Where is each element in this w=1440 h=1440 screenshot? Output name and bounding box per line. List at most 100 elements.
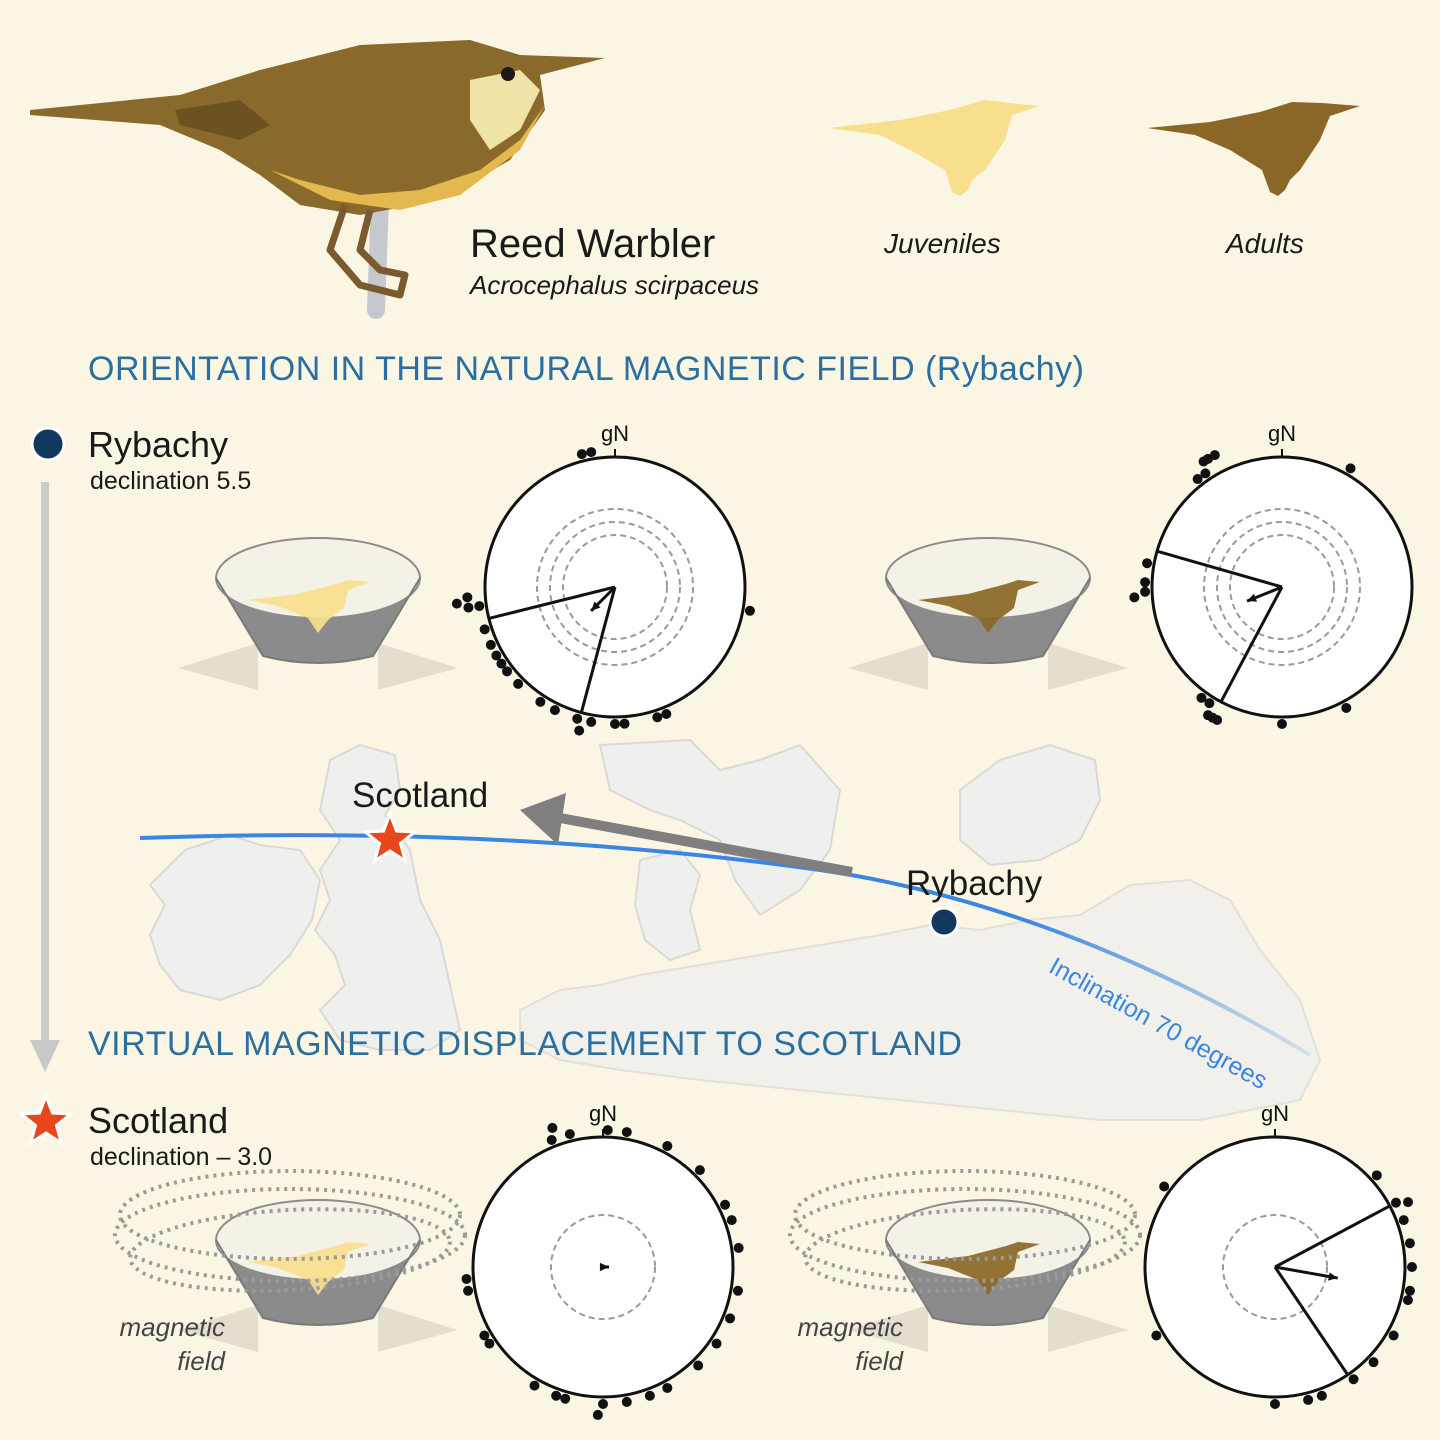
funnel-adults-displaced [848, 1199, 1128, 1352]
rybachy-map-marker [928, 906, 960, 938]
bird-orientation-dot [484, 1338, 495, 1349]
star-shape [361, 809, 419, 865]
bird-orientation-dot [502, 666, 513, 677]
bird-orientation-dot [1142, 558, 1153, 569]
bird-orientation-dot [732, 1285, 743, 1296]
coil-rings-juveniles [113, 1169, 467, 1293]
bird-orientation-dot [1204, 698, 1215, 709]
bird-orientation-dot [652, 712, 663, 723]
bird-orientation-dot [711, 1338, 722, 1349]
bird-orientation-dot [1390, 1197, 1401, 1208]
bird-orientation-dot [1140, 586, 1151, 597]
bird-orientation-dot [1159, 1181, 1170, 1192]
mean-vector [1274, 1265, 1338, 1280]
bird-orientation-dot [619, 718, 630, 729]
europe-map [148, 738, 1322, 1121]
bird-orientation-dot [586, 716, 597, 727]
bird-orientation-dot [726, 1215, 737, 1226]
legend-adults-label: Adults [1226, 228, 1304, 259]
magnetic-field-label-juveniles: magnetic field [119, 1312, 226, 1376]
bird-orientation-dot [463, 1285, 474, 1296]
confidence-line [1274, 1204, 1391, 1269]
significance-ring [1229, 534, 1335, 640]
circular-plot-displaced-juveniles: gN [461, 1101, 744, 1420]
mean-vector-head [599, 1262, 609, 1272]
bird-orientation-dot [463, 602, 474, 613]
bird-orientation-dot [564, 1129, 575, 1140]
bird-orientation-dot [1316, 1390, 1327, 1401]
significance-ring [1222, 1214, 1328, 1320]
bird-orientation-dot [462, 592, 473, 603]
bird-orientation-dot [1371, 1170, 1382, 1181]
confidence-line [488, 585, 616, 620]
north-label: gN [1261, 1101, 1289, 1126]
reed-warbler-illustration [30, 40, 605, 319]
bird-orientation-dot [1403, 1197, 1414, 1208]
bird-orientation-dot [1212, 715, 1223, 726]
bird-orientation-dot [661, 709, 672, 720]
scotland-star-marker [361, 809, 419, 865]
rybachy-site-marker [30, 426, 66, 462]
bird-orientation-dot [1404, 1285, 1415, 1296]
bird-orientation-dot [549, 705, 560, 716]
great-britain-shape [313, 743, 462, 1051]
coil-rings-adults [788, 1169, 1142, 1293]
bird-orientation-dot [725, 1313, 736, 1324]
bird-orientation-dot [1192, 474, 1203, 485]
significance-ring [549, 521, 681, 653]
bird-orientation-dot [461, 1273, 472, 1284]
bird-orientation-dot [576, 449, 587, 460]
bird-orientation-dot [586, 447, 597, 458]
bird-orientation-dot [1151, 1330, 1162, 1341]
magnetic-field-label-adults: magnetic field [797, 1312, 904, 1376]
scotland-site-name: Scotland [88, 1100, 229, 1141]
bird-orientation-dot [513, 678, 524, 689]
bird-orientation-dot [1402, 1295, 1413, 1306]
rybachy-site-name: Rybachy [88, 424, 229, 465]
bird-orientation-dot [474, 601, 485, 612]
bird-orientation-dot [1341, 702, 1352, 713]
natural-field-title: ORIENTATION IN THE NATURAL MAGNETIC FIEL… [88, 350, 1085, 388]
bird-orientation-dot [744, 605, 755, 616]
adult-silhouette [1147, 102, 1360, 196]
north-label: gN [1268, 421, 1296, 446]
bird-orientation-dot [560, 1393, 571, 1404]
displacement-arrow [30, 482, 60, 1072]
map-rybachy-label: Rybachy [906, 864, 1043, 903]
map-scotland-label: Scotland [352, 776, 489, 815]
continental-europe-shape [519, 878, 1322, 1121]
scandinavia-shape [598, 738, 842, 917]
bird-orientation-dot [1200, 468, 1211, 479]
bird-orientation-dot [1348, 1374, 1359, 1385]
bird-orientation-dot [662, 1382, 673, 1393]
bird-orientation-dot [547, 1122, 558, 1133]
bird-orientation-dot [598, 1399, 608, 1409]
bird-orientation-dot [1404, 1238, 1415, 1249]
north-label: gN [589, 1101, 617, 1126]
bird-orientation-dot [1129, 592, 1140, 603]
bird-orientation-dot [610, 719, 620, 729]
denmark-shape [633, 848, 702, 962]
baltic-states-shape [959, 743, 1102, 867]
legend-juveniles-label: Juveniles [884, 228, 1001, 259]
significance-ring [1203, 508, 1361, 666]
mean-vector-head [1247, 593, 1258, 602]
bird-orientation-dot [1303, 1394, 1314, 1405]
confidence-line [1273, 1266, 1349, 1376]
significance-ring [536, 508, 694, 666]
funnel-juveniles-natural [178, 537, 458, 690]
species-name: Reed Warbler [470, 222, 716, 266]
bird-orientation-dot [485, 639, 496, 650]
bird-orientation-dot [1209, 450, 1220, 461]
scotland-site-marker [17, 1091, 75, 1147]
confidence-line [1156, 549, 1283, 589]
bird-orientation-dot [1368, 1357, 1379, 1368]
bird-orientation-dot [479, 1330, 490, 1341]
bird-orientation-dot [592, 1409, 603, 1420]
circular-plot-displaced-adults: gN [1143, 1101, 1417, 1409]
bird-orientation-dot [662, 1141, 673, 1152]
circular-plot-natural-juveniles: gN [451, 421, 755, 736]
bird-orientation-dot [602, 1125, 613, 1136]
scotland-declination: declination – 3.0 [90, 1143, 273, 1171]
